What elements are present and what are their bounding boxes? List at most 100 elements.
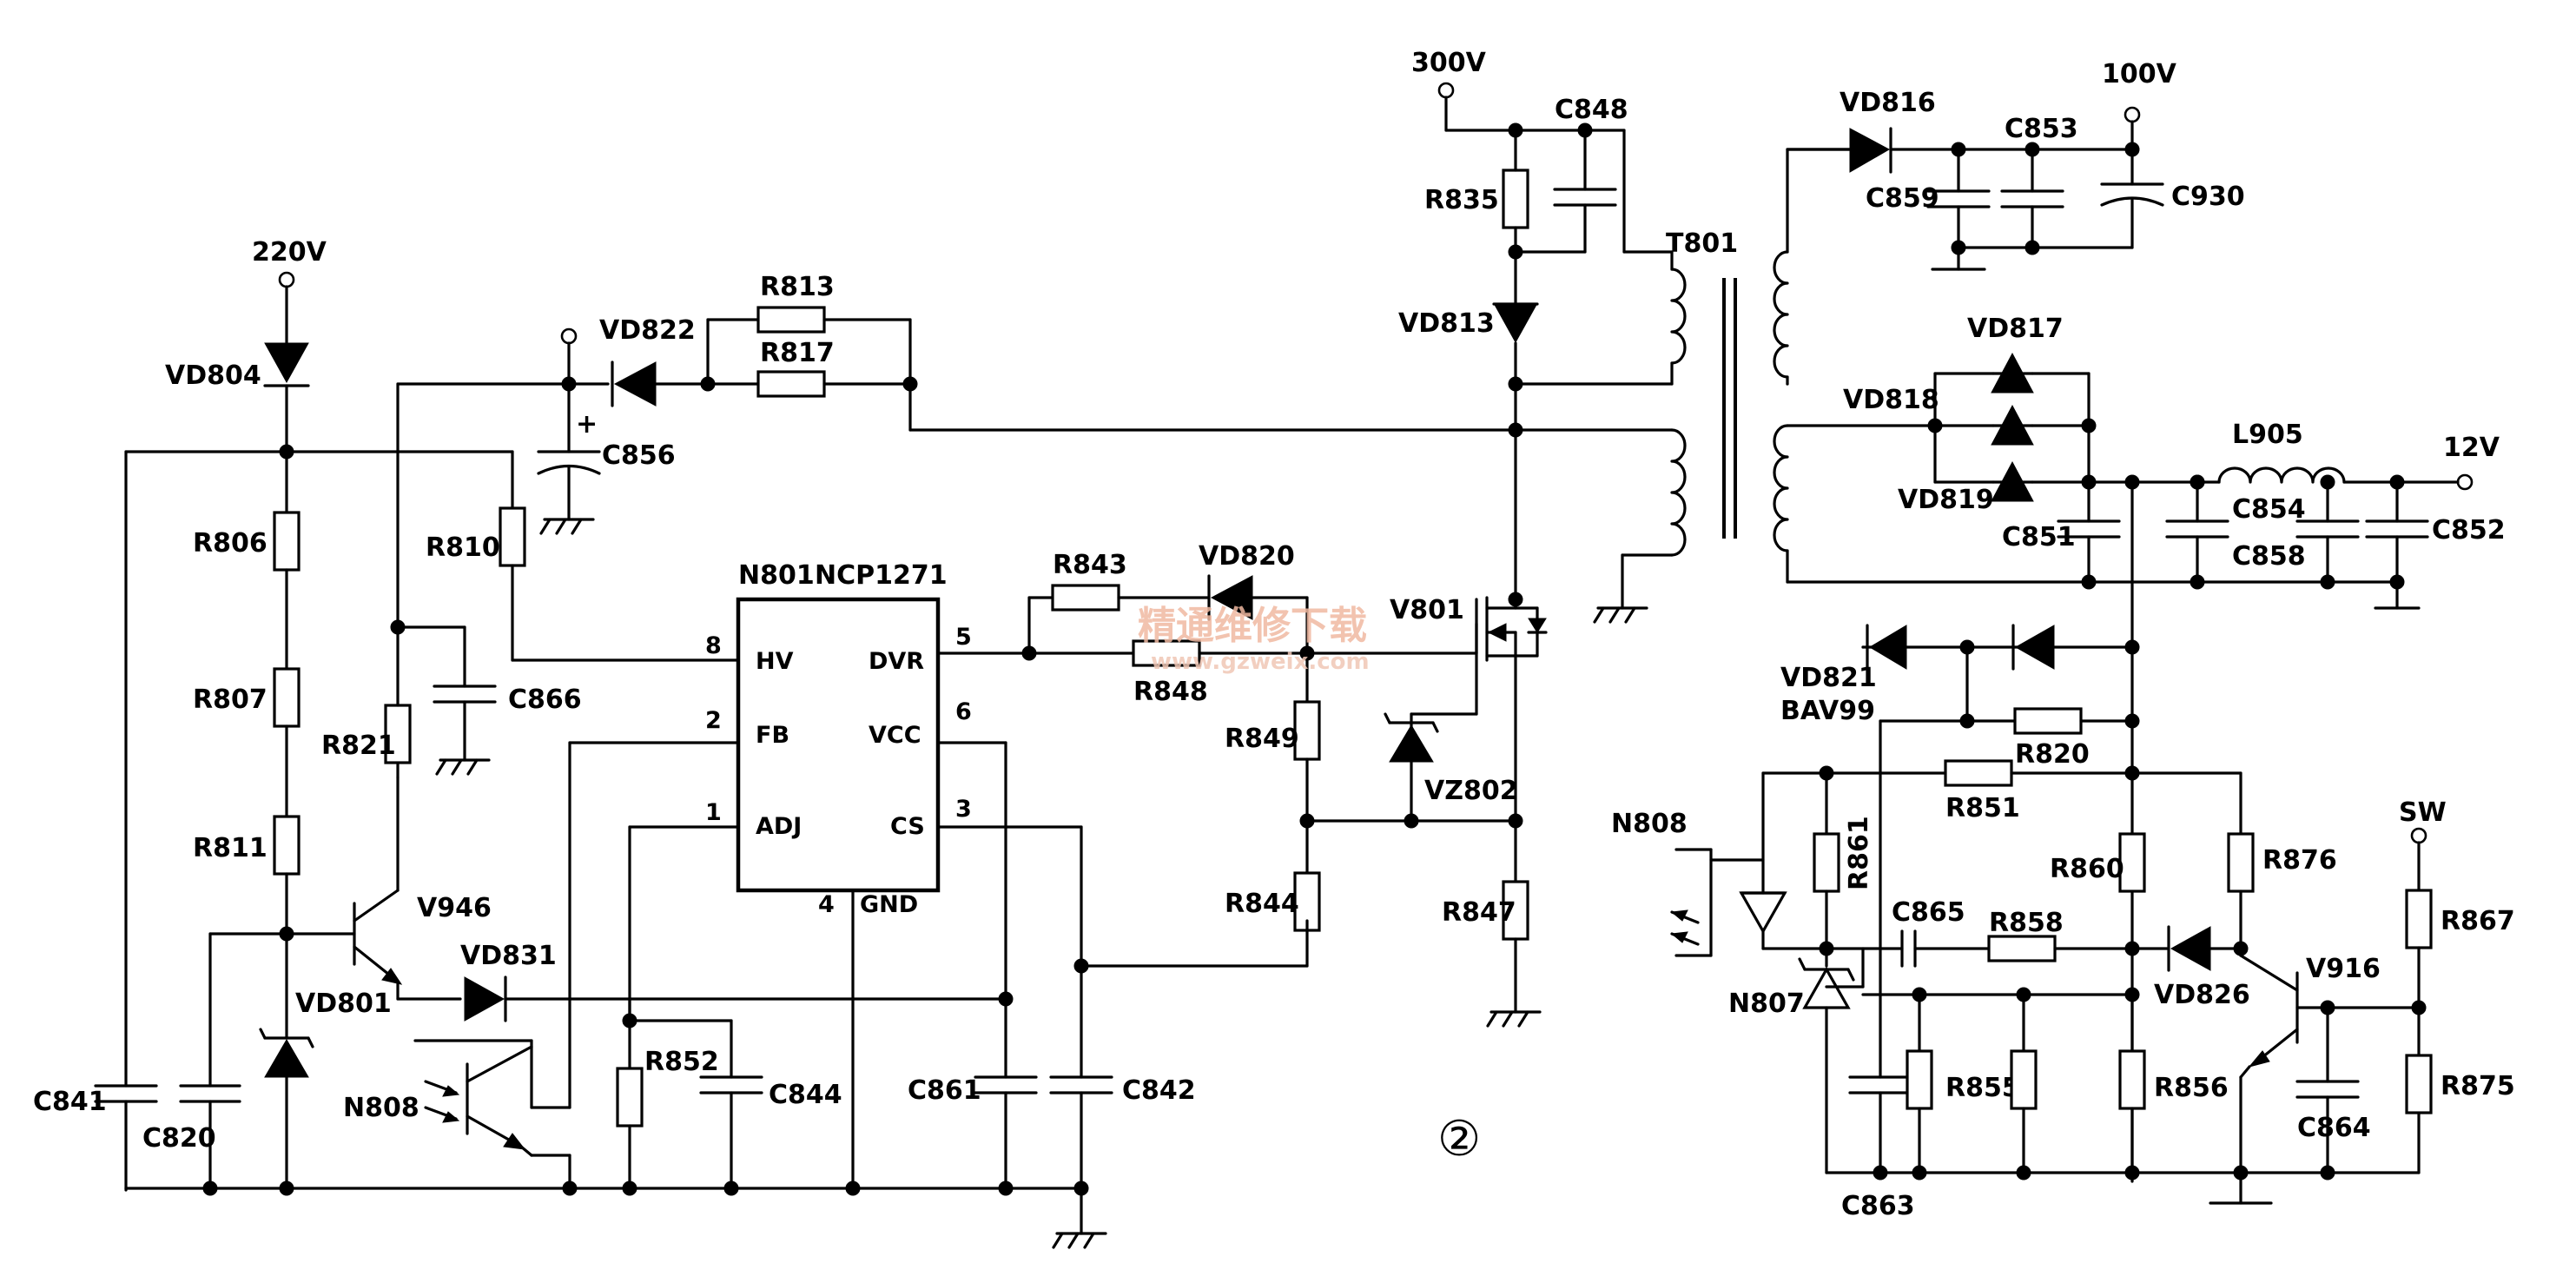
label-R817: R817 — [760, 338, 835, 368]
label-C865: C865 — [1892, 897, 1965, 928]
label-VD819: VD819 — [1898, 485, 1994, 515]
diode-icon — [464, 975, 507, 1022]
label-R811: R811 — [193, 833, 268, 863]
label-VD801: VD801 — [295, 989, 392, 1019]
c856-plus: + — [576, 409, 598, 440]
pin-gnd: GND — [860, 891, 918, 918]
resistor-icon — [1051, 584, 1120, 612]
label-R810: R810 — [426, 532, 500, 563]
inductor-icon — [2217, 466, 2346, 484]
diode-icon — [2167, 925, 2211, 972]
label-C852: C852 — [2432, 515, 2506, 546]
resistor-icon — [2118, 832, 2146, 893]
label-R835: R835 — [1424, 185, 1499, 215]
label-VD831: VD831 — [460, 941, 557, 971]
pin-num-3: 3 — [955, 796, 972, 823]
resistor-icon — [2227, 832, 2255, 893]
label-C854: C854 — [2232, 494, 2306, 525]
label-R875: R875 — [2441, 1071, 2515, 1101]
label-VD816: VD816 — [1840, 88, 1936, 118]
resistor-icon — [273, 667, 301, 728]
label-C930: C930 — [2171, 182, 2245, 212]
capacitor-icon — [2365, 519, 2429, 539]
resistor-icon — [1293, 871, 1321, 932]
label-R856: R856 — [2154, 1073, 2229, 1103]
label-220v: 220V — [252, 237, 327, 268]
ground-icon — [1486, 1010, 1542, 1028]
transformer-icon — [1514, 250, 1789, 610]
label-VD817: VD817 — [1967, 314, 2064, 344]
label-sw: SW — [2399, 797, 2447, 828]
label-R861: R861 — [1844, 816, 1874, 890]
label-V801: V801 — [1390, 595, 1464, 625]
capacitor-icon — [2100, 182, 2164, 207]
transistor-icon — [353, 776, 403, 985]
capacitor-icon — [699, 1075, 763, 1095]
watermark-url: www.gzweix.com — [1151, 649, 1370, 675]
label-R855: R855 — [1945, 1073, 2020, 1103]
resistor-icon — [1987, 935, 2057, 962]
capacitor-icon — [1848, 1075, 1912, 1095]
label-C842: C842 — [1122, 1075, 1196, 1106]
label-C858: C858 — [2232, 541, 2306, 572]
capacitor-icon — [2295, 519, 2360, 539]
ground-icon — [435, 758, 491, 776]
ic-n801 — [736, 597, 941, 893]
resistor-icon — [756, 306, 826, 334]
label-R876: R876 — [2262, 845, 2337, 876]
label-R849: R849 — [1225, 724, 1299, 754]
label-R844: R844 — [1225, 889, 1299, 919]
mosfet-icon — [1475, 596, 1548, 716]
label-R860: R860 — [2050, 854, 2124, 884]
terminal-icon — [2124, 106, 2141, 123]
pin-adj: ADJ — [756, 813, 802, 840]
label-VD822: VD822 — [599, 315, 696, 346]
pin-num-2: 2 — [705, 707, 722, 734]
pin-num-1: 1 — [705, 799, 722, 826]
pin-cs: CS — [890, 813, 925, 840]
label-VZ802: VZ802 — [1424, 776, 1518, 806]
label-R813: R813 — [760, 272, 835, 302]
diode-icon — [1866, 624, 2055, 671]
pin-num-5: 5 — [955, 624, 972, 651]
label-VD826: VD826 — [2154, 980, 2250, 1010]
label-VD804: VD804 — [165, 360, 261, 391]
label-VD818: VD818 — [1843, 385, 1939, 415]
label-R806: R806 — [193, 528, 268, 559]
capacitor-icon — [974, 1075, 1038, 1095]
resistor-icon — [2013, 707, 2083, 735]
resistor-icon — [1813, 832, 1840, 893]
resistor-icon — [273, 511, 301, 572]
label-N808-left: N808 — [343, 1093, 419, 1123]
label-C820: C820 — [142, 1123, 216, 1154]
zener-icon — [1384, 712, 1439, 763]
ground-icon — [1593, 606, 1648, 624]
optocoupler-icon — [413, 1039, 571, 1190]
pin-num-6: 6 — [955, 698, 972, 725]
label-C861: C861 — [908, 1075, 981, 1106]
resistor-icon — [2118, 1049, 2146, 1110]
capacitor-icon — [1900, 929, 1917, 968]
label-C848: C848 — [1555, 95, 1628, 125]
label-C851: C851 — [2002, 522, 2076, 552]
label-C853: C853 — [2005, 114, 2078, 144]
label-V916: V916 — [2306, 954, 2381, 984]
resistor-icon — [2405, 1054, 2433, 1114]
capacitor-icon — [1049, 1075, 1113, 1095]
ground-icon — [539, 518, 595, 535]
label-L905: L905 — [2232, 420, 2303, 450]
label-R848: R848 — [1133, 677, 1208, 707]
pin-dvr: DVR — [869, 648, 924, 675]
label-R858: R858 — [1989, 908, 2064, 938]
label-R807: R807 — [193, 684, 268, 715]
diode-icon — [1492, 302, 1539, 344]
ic-ref: N801 — [738, 560, 815, 591]
terminal-icon — [1437, 82, 1455, 99]
transistor-icon — [2239, 947, 2421, 1174]
pin-fb: FB — [756, 722, 789, 749]
label-100v: 100V — [2102, 59, 2177, 89]
diode-icon — [263, 342, 310, 453]
capacitor-icon — [2000, 189, 2064, 208]
capacitor-icon — [2165, 519, 2229, 539]
resistor-icon — [756, 370, 826, 398]
